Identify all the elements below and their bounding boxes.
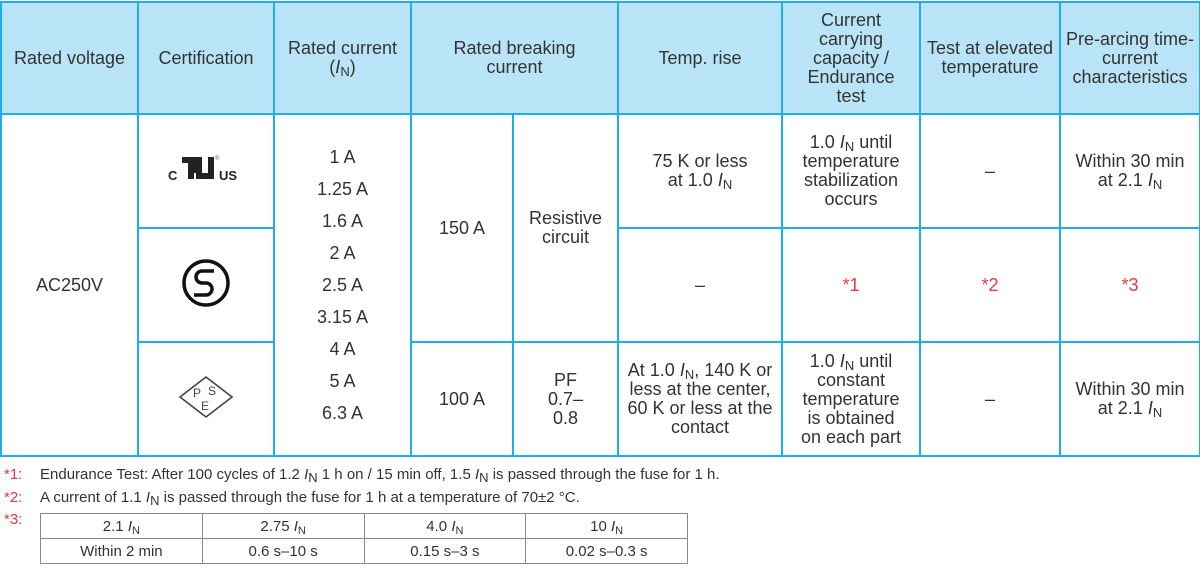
cert-s-mark xyxy=(137,227,275,343)
header-rated-voltage: Rated voltage xyxy=(0,1,139,115)
footnote-2: *2:A current of 1.1 IN is passed through… xyxy=(4,489,580,508)
multiplier-cell: 10 IN xyxy=(525,513,688,539)
cert-ul: C US ® xyxy=(137,113,275,229)
time-cell: 0.6 s–10 s xyxy=(201,538,365,564)
multiplier-cell: 2.1 IN xyxy=(40,513,203,539)
table-row: AC250V C US ® 1 A 1.25 A 1.6 A 2 A 2.5 A… xyxy=(0,113,1200,457)
prearcing-table: 2.1 IN 2.75 IN 4.0 IN 10 IN Within 2 min… xyxy=(40,513,688,564)
cul-us-logo-icon: C US ® xyxy=(168,155,237,183)
current-value: 1 A xyxy=(329,147,356,167)
time-cell: 0.02 s–0.3 s xyxy=(525,538,688,564)
endurance-note-1: *1 xyxy=(781,227,922,343)
svg-text:P: P xyxy=(193,386,201,400)
breaking-100: 100 A xyxy=(410,341,514,457)
elevated-pse: – xyxy=(919,341,1062,457)
fuse-spec-table: Rated voltage Certification Rated curren… xyxy=(0,1,1200,457)
rated-voltage-cell: AC250V xyxy=(0,113,139,457)
cert-pse: P S E xyxy=(137,341,275,457)
endurance-ul: 1.0 IN until temperature stabilization o… xyxy=(781,113,922,229)
pse-logo-icon: P S E xyxy=(178,375,234,419)
current-value: 2 A xyxy=(329,243,356,263)
breaking-condition-pf: PF 0.7–0.8 xyxy=(511,341,620,457)
table-row: – *1 *2 *3 xyxy=(1,227,1200,343)
header-certification: Certification xyxy=(137,1,275,115)
svg-text:C: C xyxy=(168,168,178,183)
multiplier-cell: 2.75 IN xyxy=(201,513,365,539)
current-value: 4 A xyxy=(329,339,356,359)
rated-current-list: 1 A 1.25 A 1.6 A 2 A 2.5 A 3.15 A 4 A 5 … xyxy=(273,113,412,457)
header-endurance: Current carrying capacity / Endurance te… xyxy=(781,1,922,115)
current-value: 3.15 A xyxy=(316,307,369,327)
svg-text:®: ® xyxy=(215,155,220,162)
current-value: 1.6 A xyxy=(321,211,364,231)
svg-text:US: US xyxy=(219,168,237,183)
time-cell: Within 2 min xyxy=(40,538,203,564)
header-temp-rise: Temp. rise xyxy=(617,1,784,115)
elevated-ul: – xyxy=(919,113,1062,229)
header-rated-current: Rated current(IN) xyxy=(273,1,412,115)
header-elevated: Test at elevated temperature xyxy=(919,1,1062,115)
svg-text:E: E xyxy=(201,399,209,413)
footnote-3: *3: xyxy=(4,511,23,528)
temp-rise-pse: At 1.0 IN, 140 K or less at the center, … xyxy=(617,341,784,457)
table-row: P S E 100 A PF 0.7–0.8 At 1.0 IN, 140 K … xyxy=(1,341,1200,457)
elevated-note-2: *2 xyxy=(919,227,1062,343)
prearcing-note-3: *3 xyxy=(1059,227,1200,343)
footnote-1: *1:Endurance Test: After 100 cycles of 1… xyxy=(4,466,720,485)
current-value: 2.5 A xyxy=(321,275,364,295)
current-value: 6.3 A xyxy=(321,403,364,423)
breaking-condition-resistive: Resistive circuit xyxy=(511,113,620,343)
breaking-150: 150 A xyxy=(410,113,514,343)
svg-text:S: S xyxy=(208,384,216,398)
time-row: Within 2 min 0.6 s–10 s 0.15 s–3 s 0.02 … xyxy=(40,538,688,564)
endurance-pse: 1.0 IN until constant temperature is obt… xyxy=(781,341,922,457)
time-cell: 0.15 s–3 s xyxy=(363,538,527,564)
s-mark-logo-icon xyxy=(182,259,230,307)
temp-rise-s: – xyxy=(617,227,784,343)
current-value: 1.25 A xyxy=(316,179,369,199)
current-value: 5 A xyxy=(329,371,356,391)
multiplier-cell: 4.0 IN xyxy=(363,513,527,539)
header-row: Rated voltage Certification Rated curren… xyxy=(0,1,1200,115)
header-breaking-current: Rated breaking current xyxy=(409,1,620,115)
header-prearcing: Pre-arcing time-current characteristics xyxy=(1059,1,1200,115)
multiplier-row: 2.1 IN 2.75 IN 4.0 IN 10 IN xyxy=(40,513,688,539)
